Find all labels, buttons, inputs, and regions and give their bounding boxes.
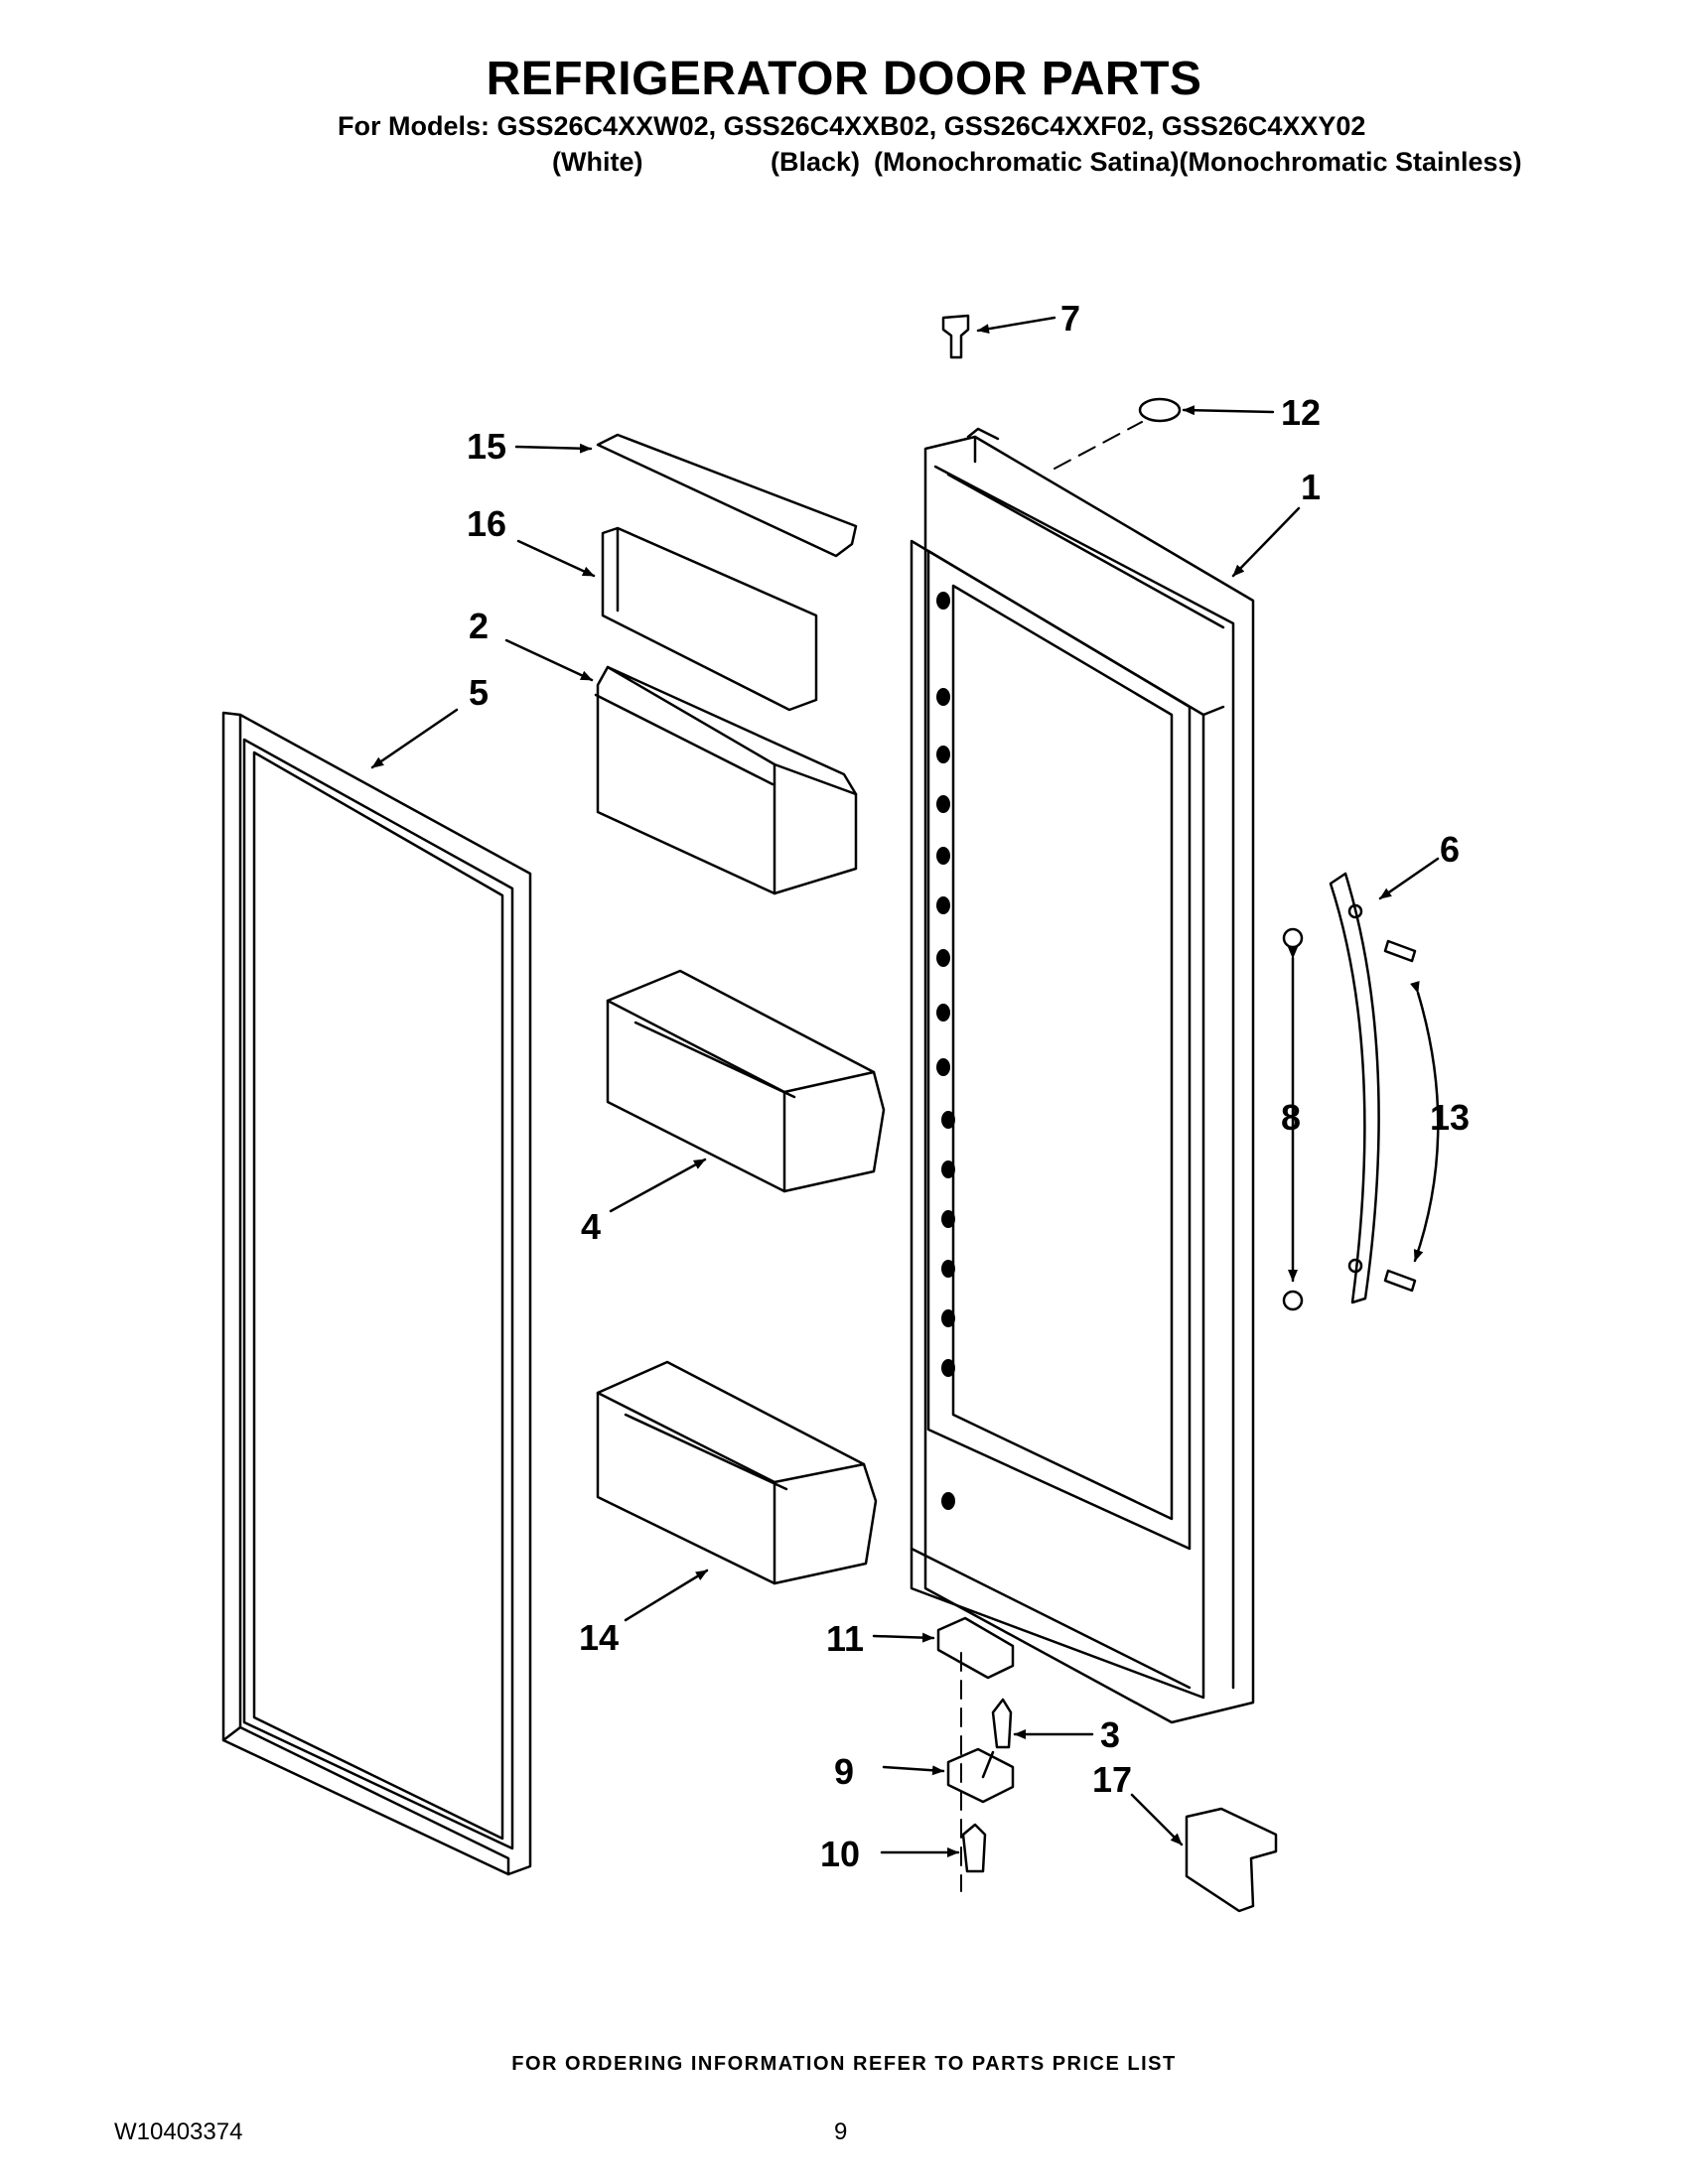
plug-button bbox=[1138, 397, 1182, 423]
refrigerator-door bbox=[910, 427, 1255, 1724]
leader-arrow-4 bbox=[609, 1158, 707, 1213]
callout-9: 9 bbox=[834, 1751, 854, 1792]
callout-7: 7 bbox=[1060, 298, 1080, 339]
bottom-hinge bbox=[946, 1747, 1015, 1804]
variant-monochromatic: (Monochromatic Satina)(Monochromatic Sta… bbox=[874, 147, 1522, 177]
leader-arrow-17 bbox=[1130, 1793, 1184, 1846]
hinge-screw bbox=[991, 1698, 1013, 1749]
variant-white: (White) bbox=[552, 147, 643, 177]
leader-arrow-14 bbox=[624, 1569, 709, 1622]
leader-arrow-7 bbox=[976, 316, 1056, 335]
bin-cover bbox=[596, 433, 858, 558]
callout-16: 16 bbox=[467, 503, 506, 544]
leader-arrow-15 bbox=[514, 443, 593, 454]
bin-front bbox=[601, 526, 818, 712]
handle-screw-bottom bbox=[1383, 1269, 1417, 1293]
handle-screw-top bbox=[1383, 939, 1417, 963]
callout-15: 15 bbox=[467, 426, 506, 467]
leader-arrow-13 bbox=[1410, 981, 1440, 1263]
door-gasket bbox=[221, 711, 532, 1876]
callout-12: 12 bbox=[1281, 392, 1321, 433]
hinge-shim bbox=[936, 1616, 1015, 1680]
door-shelf-slots bbox=[936, 592, 955, 1510]
door-bin-middle bbox=[606, 969, 886, 1193]
covered-door-bin bbox=[594, 665, 858, 895]
ordering-note: FOR ORDERING INFORMATION REFER TO PARTS … bbox=[511, 2053, 1177, 2075]
callout-11: 11 bbox=[826, 1618, 864, 1659]
callout-5: 5 bbox=[469, 672, 489, 713]
leader-arrow-1 bbox=[1231, 506, 1301, 578]
leader-arrow-16 bbox=[516, 539, 596, 578]
leader-arrow-11 bbox=[872, 1632, 935, 1643]
leader-arrow-2 bbox=[504, 638, 594, 682]
callout-3: 3 bbox=[1100, 1714, 1120, 1755]
callout-6: 6 bbox=[1440, 829, 1460, 870]
hinge-cover bbox=[1185, 1807, 1278, 1913]
leader-arrow-12 bbox=[1182, 405, 1275, 416]
handle-spacer-bottom bbox=[1282, 1290, 1304, 1311]
alignment-line-plug bbox=[1054, 421, 1143, 470]
variant-black: (Black) bbox=[771, 147, 861, 177]
callout-4: 4 bbox=[581, 1206, 601, 1247]
callout-1: 1 bbox=[1301, 467, 1321, 507]
callout-13: 13 bbox=[1430, 1097, 1470, 1138]
hinge-bolt bbox=[961, 1823, 987, 1873]
door-bin-lower bbox=[596, 1360, 878, 1585]
callout-17: 17 bbox=[1092, 1759, 1132, 1800]
callout-8: 8 bbox=[1281, 1097, 1301, 1138]
page-number: 9 bbox=[834, 2118, 848, 2145]
page-title: REFRIGERATOR DOOR PARTS bbox=[486, 53, 1202, 105]
hinge-pin bbox=[941, 314, 970, 359]
callout-2: 2 bbox=[469, 606, 489, 646]
handle-spacer-top bbox=[1282, 927, 1304, 949]
models-line: For Models: GSS26C4XXW02, GSS26C4XXB02, … bbox=[338, 111, 1366, 141]
door-handle bbox=[1329, 872, 1380, 1304]
leader-arrow-9 bbox=[882, 1765, 945, 1776]
leader-arrow-5 bbox=[370, 708, 459, 769]
callout-14: 14 bbox=[579, 1617, 619, 1658]
document-number: W10403374 bbox=[114, 2118, 243, 2145]
callout-10: 10 bbox=[820, 1834, 860, 1874]
leader-arrow-6 bbox=[1378, 857, 1440, 900]
